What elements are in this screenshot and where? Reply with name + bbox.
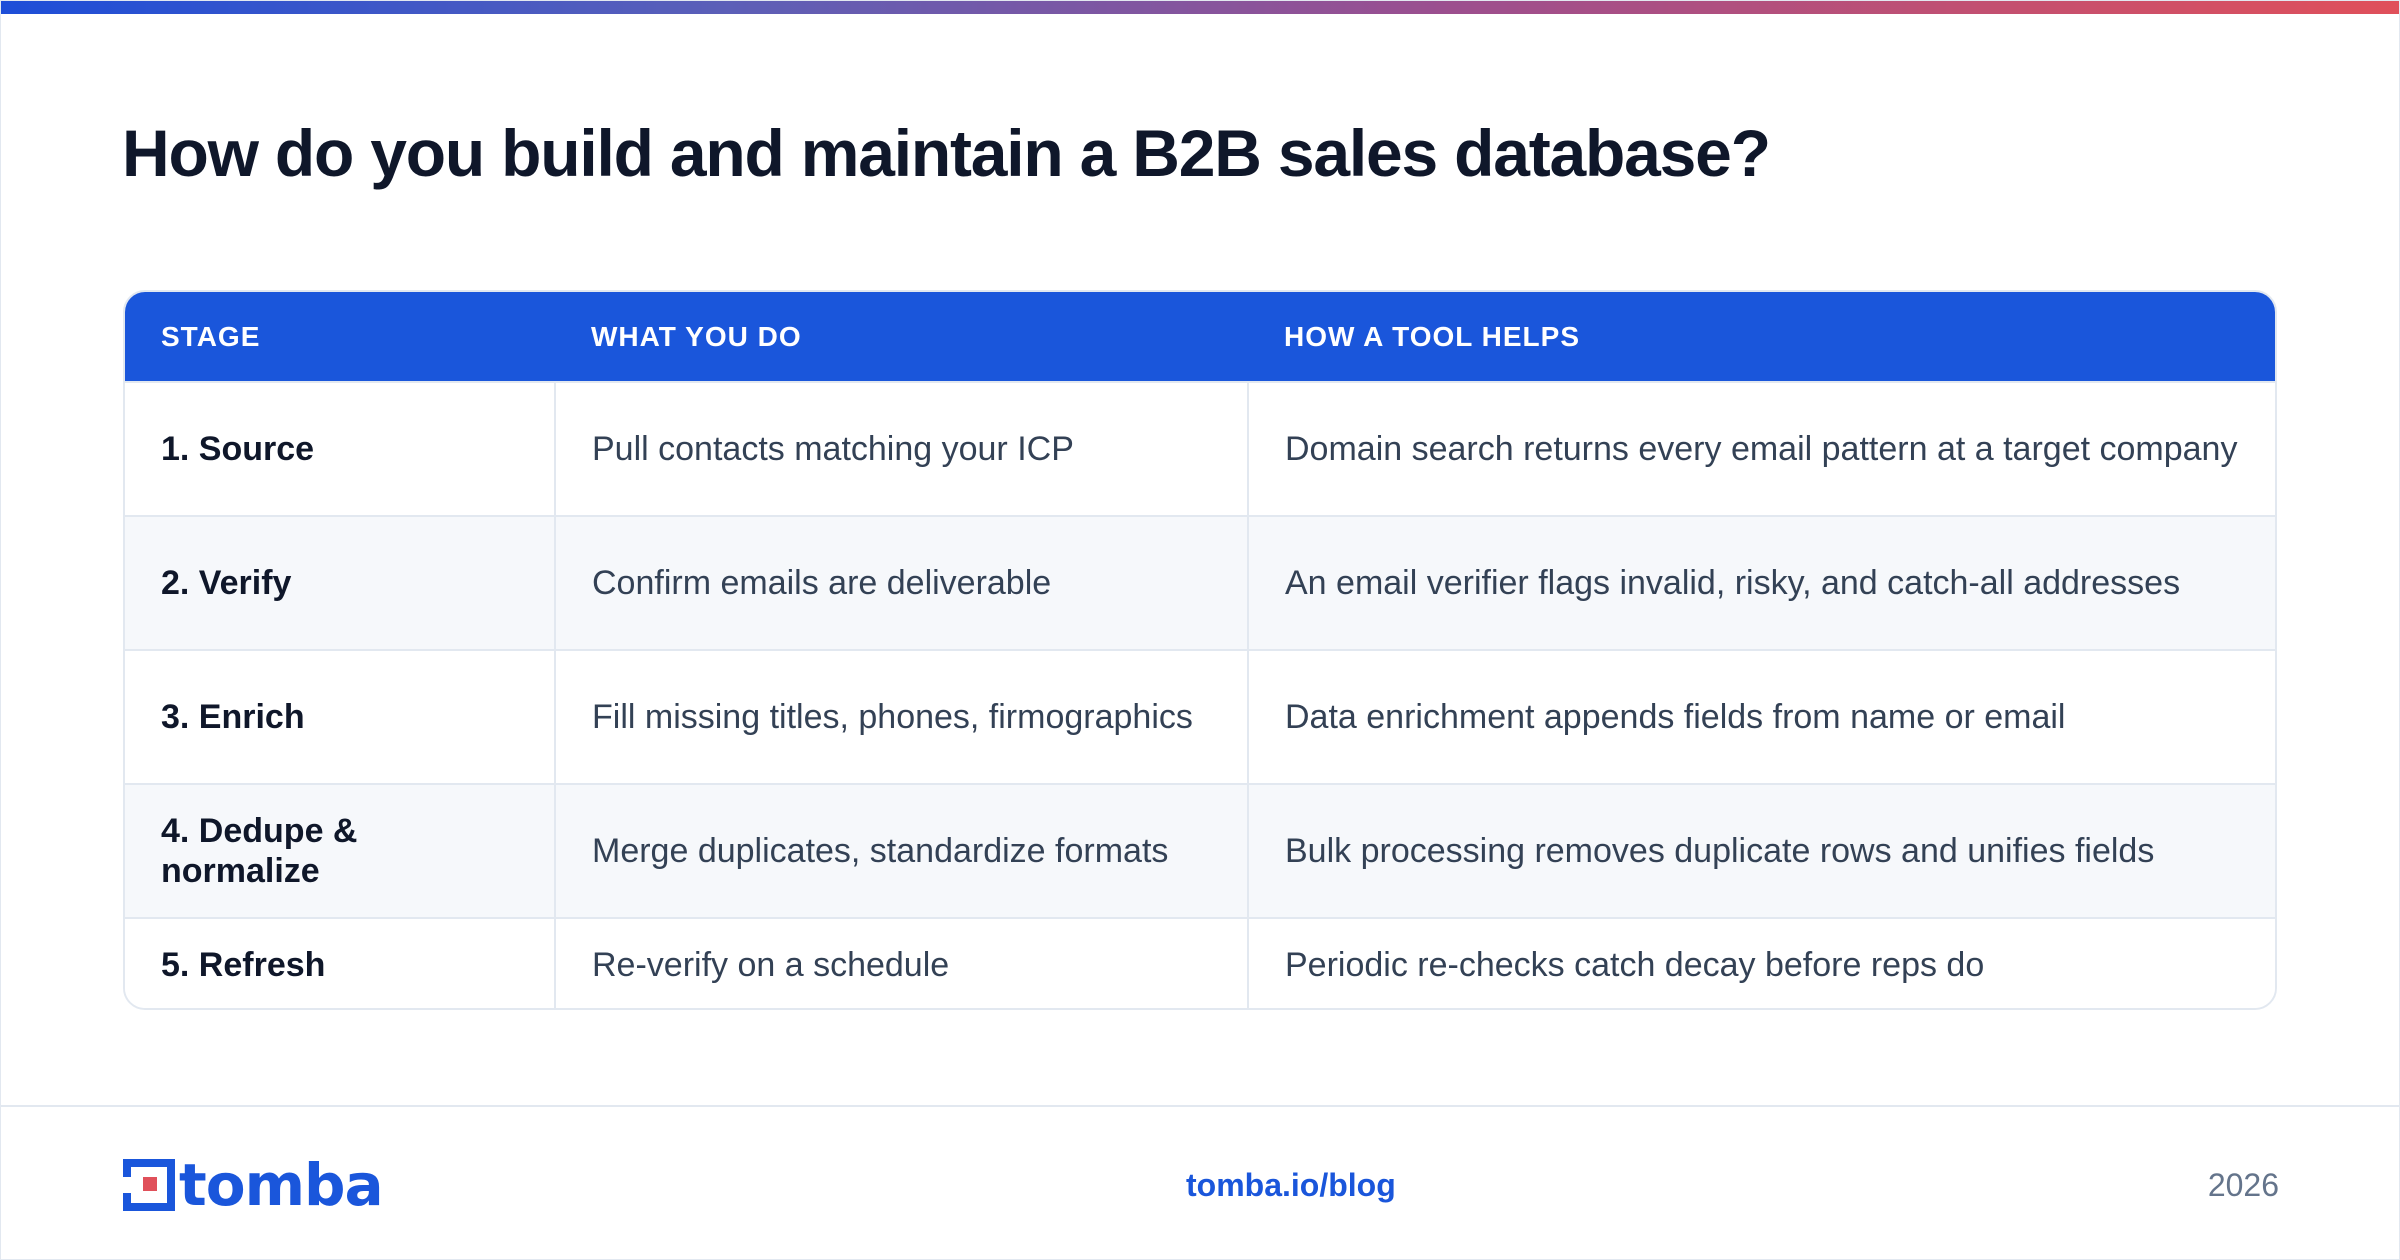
table-row: 5. Refresh Re-verify on a schedule Perio… [125, 917, 2275, 1008]
blog-link[interactable]: tomba.io/blog [1186, 1167, 1396, 1203]
table-row: 4. Dedupe & normalize Merge duplicates, … [125, 783, 2275, 918]
table-row: 2. Verify Confirm emails are deliverable… [125, 515, 2275, 650]
stage-cell: 1. Source [125, 381, 555, 516]
table-header-row: STAGE WHAT YOU DO HOW A TOOL HELPS [125, 292, 2275, 382]
how-cell: Domain search returns every email patter… [1247, 381, 2275, 516]
how-cell: Periodic re-checks catch decay before re… [1247, 917, 2275, 1008]
what-cell: Fill missing titles, phones, firmographi… [554, 649, 1248, 784]
stages-table-card: STAGE WHAT YOU DO HOW A TOOL HELPS 1. So… [123, 290, 2277, 1010]
table-row: 1. Source Pull contacts matching your IC… [125, 381, 2275, 516]
footer-year: 2026 [2207, 1167, 2279, 1203]
what-cell: Re-verify on a schedule [554, 917, 1248, 1008]
stage-cell: 4. Dedupe & normalize [125, 783, 555, 918]
header-what-you-do: WHAT YOU DO [591, 320, 802, 352]
how-cell: Bulk processing removes duplicate rows a… [1247, 783, 2275, 918]
page-title: How do you build and maintain a B2B sale… [122, 116, 1771, 190]
stages-table: STAGE WHAT YOU DO HOW A TOOL HELPS 1. So… [125, 292, 2275, 1008]
gradient-top-bar [1, 1, 2399, 14]
how-cell: Data enrichment appends fields from name… [1247, 649, 2275, 784]
how-cell: An email verifier flags invalid, risky, … [1247, 515, 2275, 650]
footer: tomba tomba.io/blog 2026 [1, 1105, 2399, 1259]
what-cell: Merge duplicates, standardize formats [554, 783, 1248, 918]
stage-cell: 3. Enrich [125, 649, 555, 784]
header-stage: STAGE [161, 320, 261, 352]
tomba-logo-icon [123, 1159, 175, 1211]
table-row: 3. Enrich Fill missing titles, phones, f… [125, 649, 2275, 784]
stage-cell: 2. Verify [125, 515, 555, 650]
stage-cell: 5. Refresh [125, 917, 555, 1008]
tomba-logo[interactable]: tomba [123, 1151, 384, 1219]
what-cell: Pull contacts matching your ICP [554, 381, 1248, 516]
what-cell: Confirm emails are deliverable [554, 515, 1248, 650]
logo-wordmark: tomba [179, 1151, 384, 1219]
header-how-a-tool-helps: HOW A TOOL HELPS [1284, 320, 1581, 352]
